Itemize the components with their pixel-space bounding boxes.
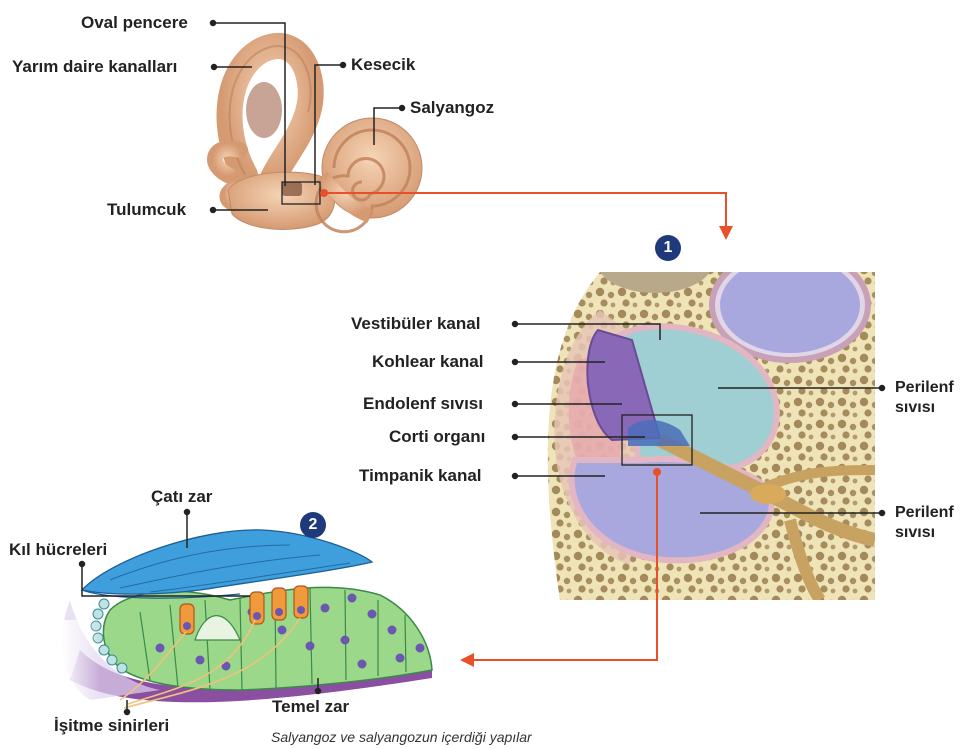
step-badge-2: 2: [300, 512, 326, 538]
label-oval-pencere: Oval pencere: [81, 13, 188, 32]
section-leader-lines: [511, 320, 886, 517]
label-timpanik-kanal: Timpanik kanal: [359, 466, 482, 485]
label-perilenf-1-line1: Perilenf: [895, 379, 954, 396]
figure-caption: Salyangoz ve salyangozun içerdiği yapıla…: [271, 729, 532, 745]
label-temel-zar: Temel zar: [272, 697, 350, 716]
label-yarim-daire-kanallari: Yarım daire kanalları: [12, 57, 178, 76]
label-perilenf-2-line1: Perilenf: [895, 504, 954, 521]
label-perilenf-1-line2: sıvısı: [895, 399, 936, 416]
label-corti-organi: Corti organı: [389, 427, 486, 446]
organ-leader-lines: [78, 508, 322, 716]
label-salyangoz: Salyangoz: [410, 98, 495, 117]
label-endolenf-sivisi: Endolenf sıvısı: [363, 394, 483, 413]
zoom-arrow-2: [460, 468, 661, 667]
label-kesecik: Kesecik: [351, 55, 416, 74]
label-isitme-sinirleri: İşitme sinirleri: [54, 716, 170, 735]
label-perilenf-2-line2: sıvısı: [895, 524, 936, 541]
label-kil-hucreleri: Kıl hücreleri: [9, 540, 108, 559]
cochlea-cross-section: [522, 272, 875, 600]
label-tulumcuk: Tulumcuk: [107, 200, 187, 219]
label-vestibuler-kanal: Vestibüler kanal: [351, 314, 481, 333]
label-kohlear-kanal: Kohlear kanal: [372, 352, 484, 371]
top-leader-lines: [209, 19, 406, 214]
label-cati-zar: Çatı zar: [151, 487, 213, 506]
zoom-arrow-1: [320, 189, 733, 240]
organ-of-corti-illustration: [60, 529, 433, 720]
step-badge-1: 1: [655, 235, 681, 261]
